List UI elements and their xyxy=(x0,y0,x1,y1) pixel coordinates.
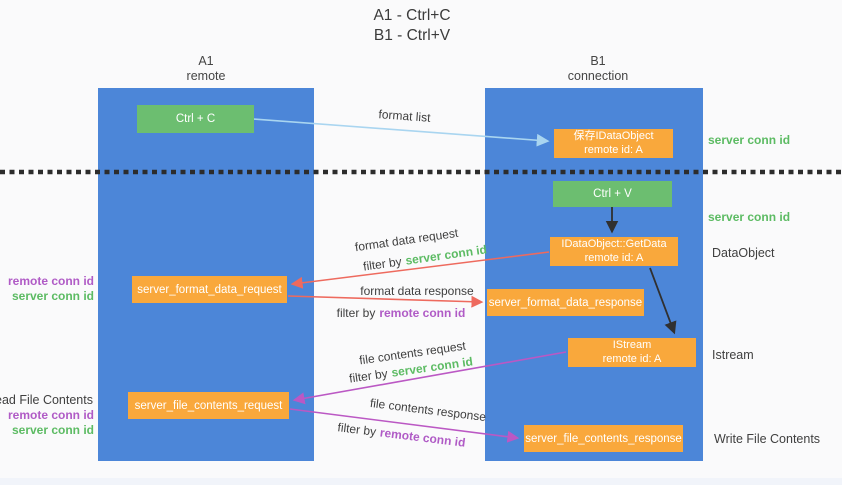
right-label-server-conn-id-mid: server conn id xyxy=(708,210,791,224)
filter-by-text: filter by xyxy=(336,420,377,439)
node-server-file-contents-request: server_file_contents_request xyxy=(128,392,289,419)
edge-label-file-contents-response: file contents response xyxy=(369,395,487,425)
node-server-format-data-request-label: server_format_data_request xyxy=(137,283,282,296)
bottom-edge-strip xyxy=(0,478,842,485)
node-save-idataobject-line1: 保存IDataObject xyxy=(573,130,654,142)
edge-label-format-list: format list xyxy=(378,107,431,125)
edge-label-format-data-response: format data response xyxy=(360,284,474,298)
lane-b1-subtitle: connection xyxy=(567,69,629,83)
remote-conn-id-text: remote conn id xyxy=(379,306,466,320)
lane-a1-title: A1 xyxy=(198,54,214,68)
node-idataobject-getdata: IDataObject::GetData remote id: A xyxy=(550,237,678,266)
node-server-file-contents-response-label: server_file_contents_response xyxy=(525,432,682,445)
filter-by-text: filter by xyxy=(362,254,403,274)
node-server-file-contents-request-label: server_file_contents_request xyxy=(134,399,283,412)
left-remote-conn-id-2: remote conn id xyxy=(7,408,94,422)
node-getdata-line2: remote id: A xyxy=(584,251,644,264)
title-line-1: A1 - Ctrl+C xyxy=(373,7,451,24)
server-conn-id-text: server conn id xyxy=(404,242,488,268)
node-server-format-data-request: server_format_data_request xyxy=(132,276,287,303)
node-save-idataobject-line2: remote id: A xyxy=(584,143,643,156)
left-label-read-file-contents: Read File Contents xyxy=(0,393,93,407)
title-line-2: B1 - Ctrl+V xyxy=(373,27,451,44)
right-label-dataobject: DataObject xyxy=(712,246,775,260)
left-label-conn-ids-2: remote conn id server conn id xyxy=(8,408,94,437)
node-ctrl-v: Ctrl + V xyxy=(553,181,672,207)
right-label-write-file-contents: Write File Contents xyxy=(714,432,821,446)
node-istream: IStream remote id: A xyxy=(568,338,696,367)
node-ctrl-c-label: Ctrl + C xyxy=(175,113,216,125)
left-server-conn-id-1: server conn id xyxy=(11,288,94,303)
left-label-conn-ids-1: remote conn id server conn id xyxy=(8,274,94,303)
node-ctrl-v-label: Ctrl + V xyxy=(593,188,632,200)
lane-b1-title: B1 xyxy=(590,54,606,68)
node-istream-line2: remote id: A xyxy=(602,352,662,365)
right-label-server-conn-id-top: server conn id xyxy=(708,133,791,147)
lane-a1-subtitle: remote xyxy=(186,69,226,83)
node-istream-line1: IStream xyxy=(612,339,652,351)
node-server-format-data-response: server_format_data_response xyxy=(487,289,644,316)
left-server-conn-id-2: server conn id xyxy=(11,422,94,437)
right-label-istream: Istream xyxy=(712,348,754,362)
remote-conn-id-text: remote conn id xyxy=(379,425,467,450)
node-getdata-line1: IDataObject::GetData xyxy=(561,238,667,250)
diagram-title: A1 - Ctrl+C B1 - Ctrl+V xyxy=(312,6,512,46)
filter-by-text: filter by xyxy=(336,306,376,320)
filter-by-text: filter by xyxy=(348,366,389,386)
lane-header-b1: B1 connection xyxy=(538,54,658,84)
node-ctrl-c: Ctrl + C xyxy=(137,105,254,133)
lane-header-a1: A1 remote xyxy=(146,54,266,84)
node-server-file-contents-response: server_file_contents_response xyxy=(524,425,683,452)
node-server-format-data-response-label: server_format_data_response xyxy=(488,296,643,309)
left-remote-conn-id-1: remote conn id xyxy=(7,274,94,288)
node-save-idataobject: 保存IDataObject remote id: A xyxy=(554,129,673,158)
